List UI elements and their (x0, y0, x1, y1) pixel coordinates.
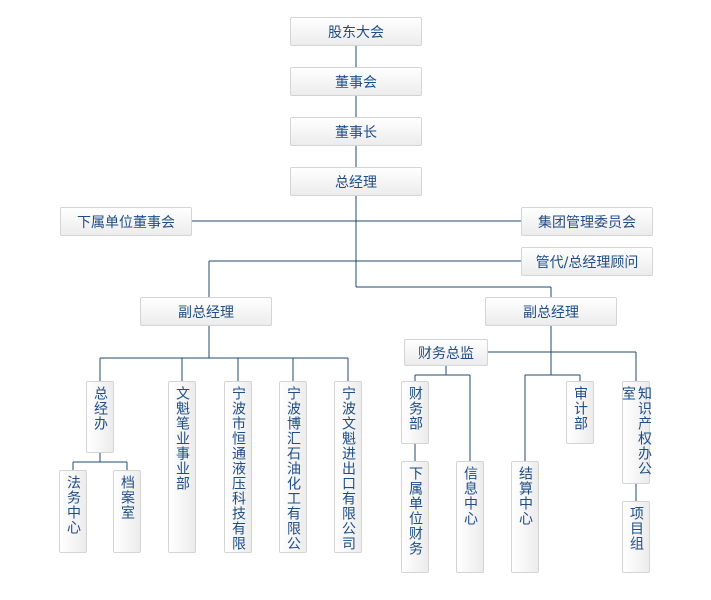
node-chairman: 董事长 (290, 117, 422, 146)
node-project-team: 项目组 (622, 501, 650, 573)
node-advisor: 管代/总经理顾问 (521, 247, 653, 276)
node-settlement-center: 结算中心 (511, 461, 539, 573)
node-subsidiary-boards: 下属单位董事会 (60, 207, 192, 236)
node-wenkui-pen-division: 文魁笔业事业部 (168, 381, 196, 553)
node-information-center: 信息中心 (456, 461, 484, 573)
node-subsidiary-finance: 下属单位财务 (401, 461, 429, 573)
node-finance-department: 财务部 (401, 381, 429, 444)
node-gm-office: 总经办 (86, 381, 114, 453)
node-group-management-committee: 集团管理委员会 (521, 207, 653, 236)
node-legal-center: 法务中心 (59, 470, 87, 553)
node-hengtong-hydraulics: 宁波市恒通液压科技有限 (224, 381, 252, 553)
node-board-of-directors: 董事会 (290, 67, 422, 96)
node-general-manager: 总经理 (290, 167, 422, 196)
node-deputy-gm-left: 副总经理 (140, 297, 272, 326)
node-bohui-petrochemical: 宁波博汇石油化工有限公 (279, 381, 307, 553)
node-wenkui-import-export: 宁波文魁进出口有限公司 (334, 381, 362, 553)
node-finance-director: 财务总监 (404, 339, 488, 366)
node-ip-office: 知识产权办公室 (620, 381, 652, 484)
node-audit-department: 审计部 (566, 381, 594, 444)
node-deputy-gm-right: 副总经理 (485, 297, 617, 326)
node-shareholders-meeting: 股东大会 (290, 17, 422, 46)
node-archive-room: 档案室 (113, 470, 141, 553)
